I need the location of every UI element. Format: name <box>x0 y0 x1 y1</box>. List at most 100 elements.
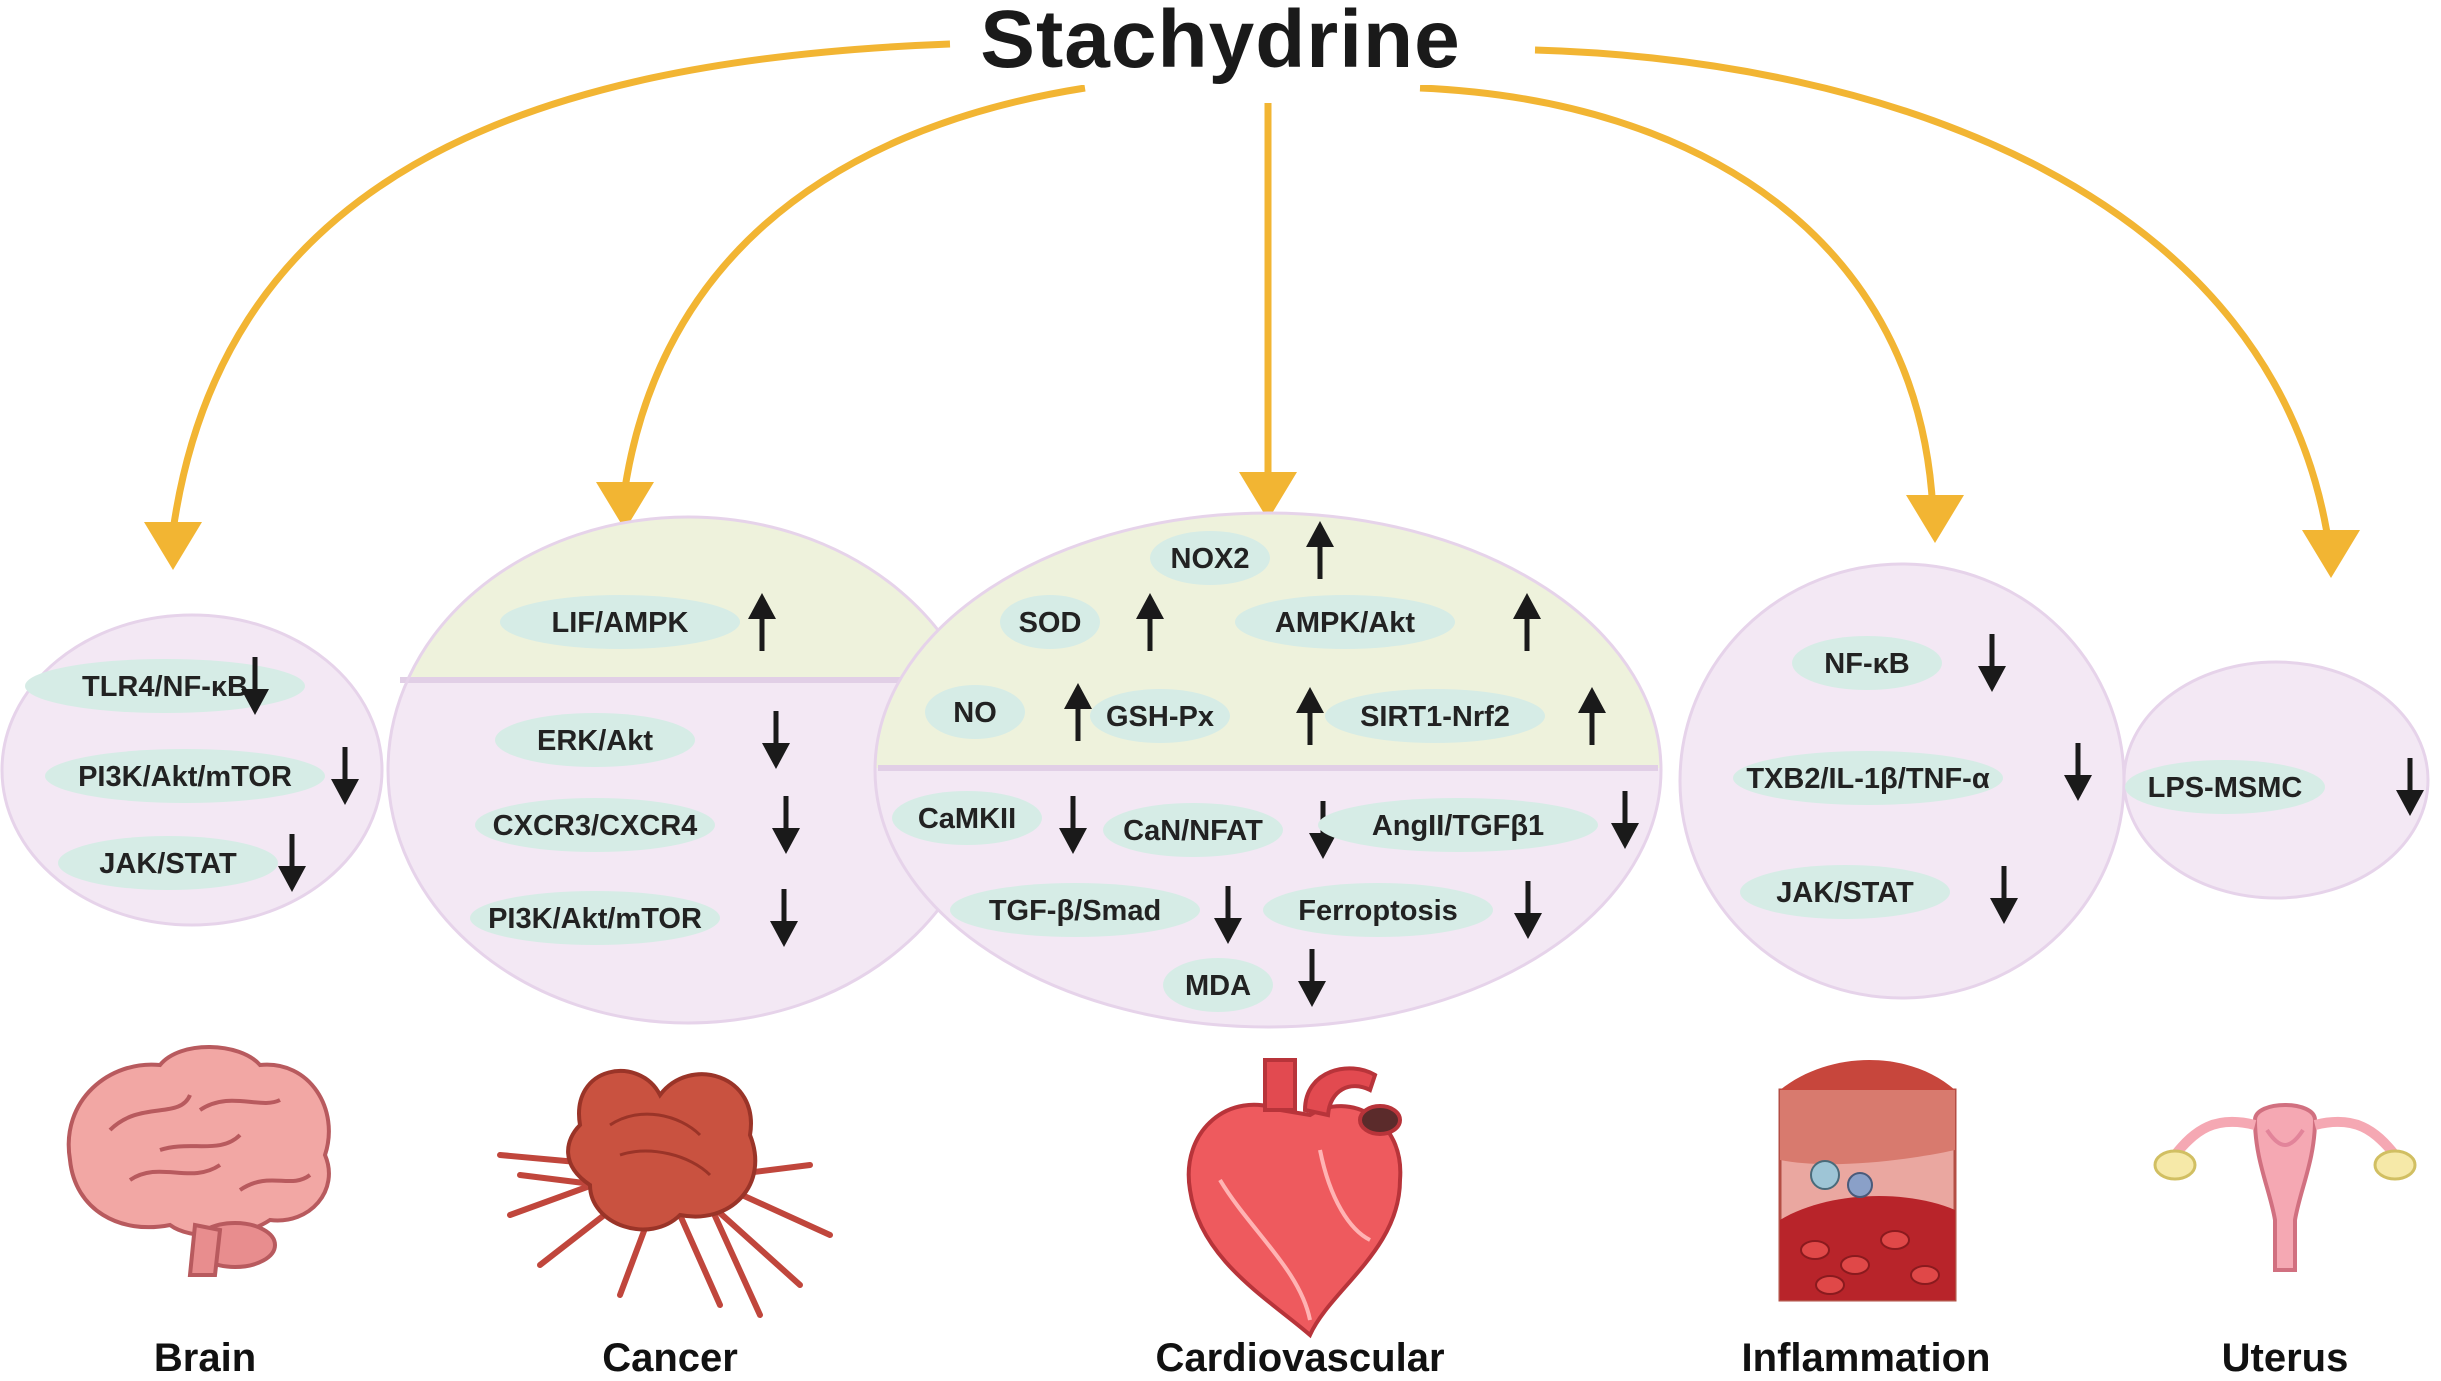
down-arrow-icon <box>278 834 306 892</box>
pathway-pill <box>950 883 1200 937</box>
down-arrow-icon <box>241 657 269 715</box>
down-arrow-icon <box>772 796 800 854</box>
pathway-cardiovascular-camkii: CaMKII <box>892 791 1042 845</box>
pathway-label: TLR4/NF-κB <box>82 671 248 703</box>
arrowhead-inflammation <box>1906 495 1964 543</box>
label-cancer: Cancer <box>602 1336 738 1380</box>
down-arrow-icon <box>1298 949 1326 1007</box>
pathway-cancer-lif-ampk: LIF/AMPK <box>500 595 740 649</box>
pathway-pill <box>1325 689 1545 743</box>
arrowhead-cardiovascular <box>1239 472 1297 520</box>
pathway-pill <box>1163 958 1273 1012</box>
down-arrow-icon <box>1059 796 1087 854</box>
diagram-title: Stachydrine <box>0 0 2441 85</box>
up-arrow-icon <box>1296 687 1324 745</box>
pathway-cardiovascular-angii-tgf-1: AngII/TGFβ1 <box>1318 798 1598 852</box>
pathway-cancer-erk-akt: ERK/Akt <box>495 713 695 767</box>
pathway-label: SIRT1-Nrf2 <box>1360 701 1510 733</box>
cancer-cell-icon <box>497 1069 833 1318</box>
pathway-pill <box>1090 689 1230 743</box>
pathway-cardiovascular-sirt1-nrf2: SIRT1-Nrf2 <box>1325 689 1545 743</box>
arrow-to-cancer <box>618 84 1086 511</box>
pathway-pill <box>58 836 278 890</box>
pathway-label: JAK/STAT <box>99 848 237 880</box>
connector-arrowheads <box>144 472 2360 578</box>
pathway-label: CaN/NFAT <box>1123 815 1263 847</box>
down-arrow-icon <box>1214 886 1242 944</box>
arrowhead-brain <box>144 522 202 570</box>
pathway-cardiovascular-sod: SOD <box>1000 595 1100 649</box>
pathway-cancer-pi3k-akt-mtor: PI3K/Akt/mTOR <box>470 891 720 945</box>
pathway-label: GSH-Px <box>1106 701 1214 733</box>
pathway-cardiovascular-can-nfat: CaN/NFAT <box>1103 803 1283 857</box>
pathway-inflammation-jak-stat: JAK/STAT <box>1740 865 1950 919</box>
pathway-label: LIF/AMPK <box>552 607 689 639</box>
arrow-to-uterus <box>1534 46 2334 553</box>
arrow-to-inflammation <box>1419 84 1937 513</box>
pathway-pill <box>1235 595 1455 649</box>
pathway-cardiovascular-tgf-smad: TGF-β/Smad <box>950 883 1200 937</box>
pathway-inflammation-nf-b: NF-κB <box>1792 636 1942 690</box>
pathway-pill <box>1318 798 1598 852</box>
pathway-label: PI3K/Akt/mTOR <box>488 903 702 935</box>
pathway-label: LPS-MSMC <box>2148 772 2303 804</box>
pathway-cardiovascular-gsh-px: GSH-Px <box>1090 689 1230 743</box>
pathway-pill <box>1740 865 1950 919</box>
pathway-label: TXB2/IL-1β/TNF-α <box>1746 763 1990 795</box>
pathway-pill <box>470 891 720 945</box>
pathway-brain-pi3k-akt-mtor: PI3K/Akt/mTOR <box>45 749 325 803</box>
down-arrow-icon <box>1514 881 1542 939</box>
pathway-label: Ferroptosis <box>1298 895 1458 927</box>
pathway-cardiovascular-mda: MDA <box>1163 958 1273 1012</box>
pathway-label: CaMKII <box>918 803 1016 835</box>
pathway-uterus-lps-msmc: LPS-MSMC <box>2125 760 2325 814</box>
up-arrow-icon <box>1306 521 1334 579</box>
pathway-pill <box>2125 760 2325 814</box>
pathway-label: NF-κB <box>1824 648 1909 680</box>
group-cardiovascular <box>873 511 1663 1029</box>
pathway-brain-tlr4-nf-b: TLR4/NF-κB <box>25 659 305 713</box>
pathway-label: SOD <box>1019 607 1082 639</box>
pathway-layer: TLR4/NF-κB PI3K/Akt/mTOR JAK/STAT LIF/AMPK E… <box>25 521 2424 1012</box>
pathway-pill <box>1792 636 1942 690</box>
inflamed-tissue-icon <box>1778 1060 1957 1302</box>
pathway-pill <box>25 659 305 713</box>
pathway-label: AMPK/Akt <box>1275 607 1416 639</box>
down-arrow-icon <box>1611 791 1639 849</box>
pathway-pill <box>1263 883 1493 937</box>
pathway-pill <box>925 685 1025 739</box>
pathway-inflammation-txb2-il-1-tnf: TXB2/IL-1β/TNF-α <box>1733 751 2003 805</box>
up-arrow-icon <box>1578 687 1606 745</box>
pathway-label: CXCR3/CXCR4 <box>493 810 698 842</box>
pathway-label: NO <box>953 697 997 729</box>
pathway-label: ERK/Akt <box>537 725 653 757</box>
pathway-cardiovascular-nox2: NOX2 <box>1150 531 1270 585</box>
pathway-pill <box>892 791 1042 845</box>
pathway-pill <box>495 713 695 767</box>
brain-icon <box>66 1045 331 1277</box>
arrowhead-cancer <box>596 482 654 530</box>
pathway-pill <box>1103 803 1283 857</box>
pathway-label: NOX2 <box>1171 543 1250 575</box>
pathway-pill <box>475 798 715 852</box>
cancer-upper-band <box>388 517 988 680</box>
arrow-to-brain <box>166 40 951 556</box>
label-brain: Brain <box>153 1336 257 1380</box>
down-arrow-icon <box>2396 758 2424 816</box>
connector-arrows <box>166 40 2334 556</box>
pathway-label: AngII/TGFβ1 <box>1372 810 1544 842</box>
pathway-pill <box>1150 531 1270 585</box>
up-arrow-icon <box>1136 593 1164 651</box>
uterus-icon <box>2153 1103 2417 1272</box>
up-arrow-icon <box>1064 683 1092 741</box>
down-arrow-icon <box>1978 634 2006 692</box>
down-arrow-icon <box>762 711 790 769</box>
pathway-cardiovascular-ampk-akt: AMPK/Akt <box>1235 595 1455 649</box>
pathway-label: JAK/STAT <box>1776 877 1914 909</box>
pathway-cancer-cxcr3-cxcr4: CXCR3/CXCR4 <box>475 798 715 852</box>
up-arrow-icon <box>1513 593 1541 651</box>
arrowhead-uterus <box>2302 530 2360 578</box>
down-arrow-icon <box>331 747 359 805</box>
